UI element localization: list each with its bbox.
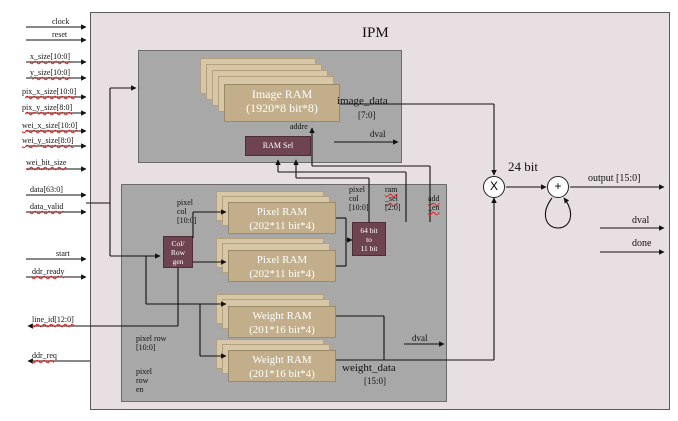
weight-ram-2: Weight RAM (201*16 bit*4) (228, 350, 336, 382)
weight-ram-2-title: Weight RAM (252, 354, 312, 366)
reset-label: reset (52, 30, 68, 39)
clock-label: clock (52, 17, 70, 26)
image-ram-addr-label: addre (290, 122, 308, 131)
pixel-col-b-line1: pixel (349, 185, 365, 194)
image-dval-label: dval (370, 129, 386, 139)
pixel-col-label-b: pixel col [10:0] (349, 185, 369, 212)
pixel-row-en-label: pixel row en (136, 367, 152, 394)
data-label: data[63:0] (30, 185, 63, 194)
converter-line1: 64 bit (360, 226, 378, 235)
pix-y-size-label: pix_y_size[8:0] (22, 103, 73, 112)
converter-line2: to (366, 235, 372, 244)
pixel-row-label: pixel row [10:0] (136, 334, 166, 352)
col-row-gen-box: Col/ Row gen (163, 236, 193, 268)
wei-bit-size-label: wei_bit_size (26, 158, 67, 167)
done-out-label: done (632, 238, 652, 249)
add-en-label: add _en (428, 194, 440, 212)
converter-line3: 11 bit (360, 244, 378, 253)
weight-data-width: [15:0] (364, 376, 386, 386)
wei-x-size-label: wei_x_size[10:0] (22, 121, 78, 130)
pixel-col-a-line2: col (177, 207, 187, 216)
bit24-label: 24 bit (508, 159, 538, 174)
weight-ram-1-title: Weight RAM (252, 310, 312, 322)
col-row-gen-line3: gen (172, 257, 184, 266)
dval-out-label: dval (632, 215, 650, 226)
multiplier-circle: X (483, 176, 505, 198)
image-data-width: [7:0] (358, 110, 376, 120)
output-label: output [15:0] (588, 173, 641, 184)
y-size-label: y_size[10:0] (30, 68, 70, 77)
line-id-label: line_id[12:0] (32, 315, 74, 324)
pixel-row-line1: pixel row (136, 334, 167, 343)
ddr-ready-label: ddr_ready (32, 267, 65, 276)
pixel-ram-2: Pixel RAM (202*11 bit*4) (228, 250, 336, 282)
pixel-row-en-line2: row (136, 376, 149, 385)
data-valid-label: data_valid (30, 202, 64, 211)
ram-sel-line2: _sel (385, 194, 398, 203)
x-size-label: x_size[10:0] (30, 52, 70, 61)
ipm-title: IPM (362, 25, 389, 41)
image-data-label: image_data (337, 95, 388, 107)
weight-ram-2-size: (201*16 bit*4) (249, 368, 315, 380)
start-label: start (56, 249, 70, 258)
pixel-col-b-line3: [10:0] (349, 203, 369, 212)
adder-circle: + (547, 176, 569, 198)
pixel-col-label-a: pixel col [10:0] (177, 198, 197, 225)
pixel-ram-1-size: (202*11 bit*4) (249, 220, 315, 232)
ram-sel-line1: ram (385, 185, 398, 194)
pixel-row-line2: [10:0] (136, 343, 156, 352)
mid-dval-label: dval (412, 333, 428, 343)
ram-sel-box: RAM Sel (245, 136, 311, 156)
add-en-line1: add (428, 194, 440, 203)
pixel-col-b-line2: col (349, 194, 359, 203)
ram-sel-label: ram _sel [2:0] (385, 185, 401, 212)
image-ram: Image RAM (1920*8 bit*8) (224, 84, 340, 122)
add-en-line2: _en (428, 203, 440, 212)
ram-sel-line3: [2:0] (385, 203, 401, 212)
pixel-ram-2-size: (202*11 bit*4) (249, 268, 315, 280)
weight-data-label: weight_data (342, 362, 396, 374)
pixel-row-en-line3: en (136, 385, 144, 394)
col-row-gen-line1: Col/ (171, 239, 185, 248)
image-ram-title: Image RAM (251, 87, 313, 101)
pixel-row-en-line1: pixel (136, 367, 152, 376)
wei-y-size-label: wei_y_size[8:0] (22, 136, 74, 145)
pixel-ram-1-title: Pixel RAM (256, 206, 308, 218)
ddr-req-label: ddr_req (32, 351, 57, 360)
pixel-col-a-line1: pixel (177, 198, 193, 207)
weight-ram-1: Weight RAM (201*16 bit*4) (228, 306, 336, 338)
image-ram-size: (1920*8 bit*8) (246, 101, 318, 115)
col-row-gen-line2: Row (170, 248, 186, 257)
pixel-ram-2-title: Pixel RAM (256, 254, 308, 266)
pixel-ram-1: Pixel RAM (202*11 bit*4) (228, 202, 336, 234)
weight-ram-1-size: (201*16 bit*4) (249, 324, 315, 336)
pixel-col-a-line3: [10:0] (177, 216, 197, 225)
adder-feedback-loop (544, 197, 572, 229)
pix-x-size-label: pix_x_size[10:0] (22, 87, 77, 96)
